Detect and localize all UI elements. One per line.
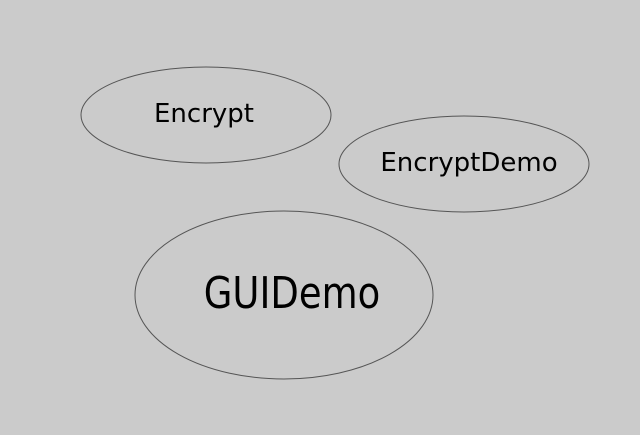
node-encrypt[interactable]: Encrypt <box>80 66 332 164</box>
node-encrypt-label: Encrypt <box>154 99 254 129</box>
node-encryptdemo[interactable]: EncryptDemo <box>338 115 590 213</box>
node-encrypt-ellipse[interactable] <box>80 66 332 164</box>
node-encryptdemo-label: EncryptDemo <box>380 148 557 178</box>
node-guidemo[interactable]: GUIDemo <box>134 210 434 380</box>
node-guidemo-ellipse[interactable] <box>134 210 434 380</box>
node-encryptdemo-ellipse[interactable] <box>338 115 590 213</box>
node-guidemo-label: GUIDemo <box>204 267 380 319</box>
